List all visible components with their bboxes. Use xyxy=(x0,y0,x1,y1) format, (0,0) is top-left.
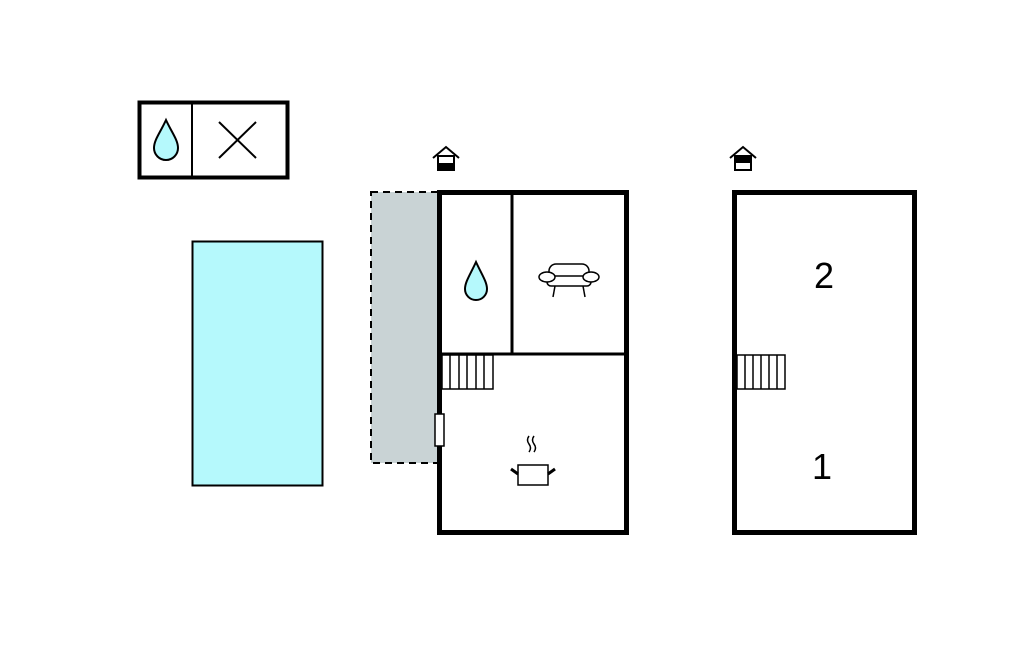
cross-icon xyxy=(218,121,257,159)
sofa-icon xyxy=(538,263,600,298)
door xyxy=(434,413,445,447)
ground-floor-plan xyxy=(434,190,629,535)
room-number-1: 1 xyxy=(812,446,832,487)
terrace xyxy=(370,191,439,464)
pool xyxy=(191,240,324,487)
water-drop-icon xyxy=(152,117,180,161)
stairs xyxy=(441,354,494,390)
stairs xyxy=(736,354,786,390)
upper-floor-icon xyxy=(729,145,757,171)
upper-floor-plan: 2 1 xyxy=(732,190,917,535)
water-drop-icon xyxy=(463,259,489,301)
legend-box xyxy=(137,100,290,180)
cooking-pot-icon xyxy=(510,435,556,486)
ground-floor-icon xyxy=(432,145,460,171)
room-number-2: 2 xyxy=(814,255,834,296)
